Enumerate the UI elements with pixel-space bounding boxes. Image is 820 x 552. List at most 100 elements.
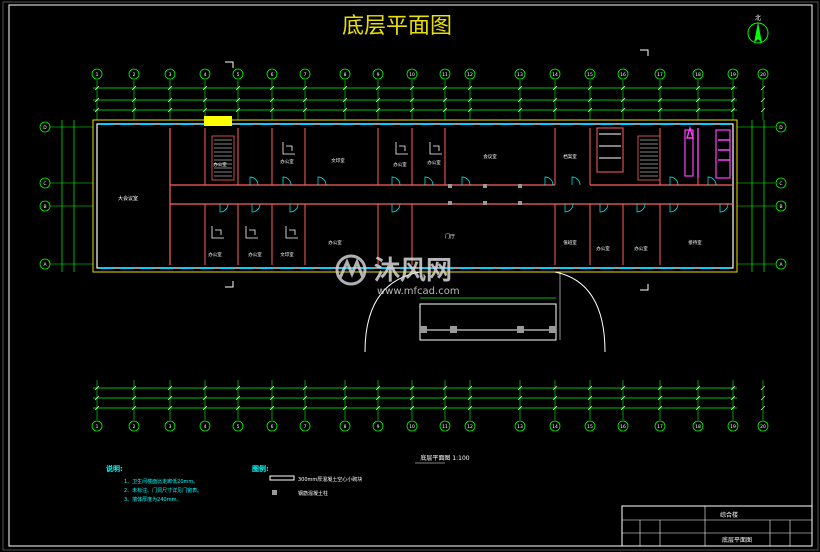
dimension-tick xyxy=(620,395,626,401)
grid-bubble-label: 7 xyxy=(304,72,307,78)
desk-icon xyxy=(395,142,408,155)
grid-bubble-label: 13 xyxy=(517,72,523,78)
door-swing-icon xyxy=(669,203,679,213)
dimension-tick xyxy=(442,97,448,103)
dimension-tick xyxy=(302,97,308,103)
dimension-tick xyxy=(442,107,448,113)
dimension-tick xyxy=(620,85,626,91)
dimension-tick xyxy=(202,97,208,103)
grid-bubble xyxy=(775,200,787,212)
column-mark xyxy=(448,201,452,205)
dimension-tick xyxy=(552,395,558,401)
dimension-tick xyxy=(467,85,473,91)
dimension-tick xyxy=(409,97,415,103)
room-label-big: 大会议室 xyxy=(118,195,138,202)
door-swing-icon xyxy=(289,203,299,213)
door-swing-icon xyxy=(391,203,401,213)
grid-bubble-label: 10 xyxy=(409,72,415,78)
dimension-tick xyxy=(167,385,173,391)
grid-bubble-label: 12 xyxy=(467,72,473,78)
grid-bubble-label: 1 xyxy=(96,72,99,78)
dimension-tick xyxy=(552,385,558,391)
dimension-tick xyxy=(467,107,473,113)
dimension-tick xyxy=(302,395,308,401)
grid-bubble xyxy=(299,68,311,80)
dimension-tick xyxy=(552,405,558,411)
grid-bubble xyxy=(128,68,140,80)
dimension-tick xyxy=(409,107,415,113)
door-swing-icon xyxy=(719,203,729,213)
dimension-tick xyxy=(620,405,626,411)
dimension-tick xyxy=(517,107,523,113)
grid-bubble xyxy=(266,420,278,432)
dimension-tick xyxy=(375,85,381,91)
drawing-frame xyxy=(8,4,813,547)
entrance-canopy xyxy=(364,271,606,353)
grid-bubble xyxy=(372,68,384,80)
room-label: 文印室 xyxy=(331,157,345,164)
dimension-tick xyxy=(409,85,415,91)
dimension-tick xyxy=(302,385,308,391)
grid-bubble xyxy=(339,420,351,432)
grid-bubble-label: 4 xyxy=(204,424,207,430)
grid-bubble-label: A xyxy=(43,262,47,268)
grid-bubble xyxy=(39,200,51,212)
dimension-tick xyxy=(342,107,348,113)
title-block-drawing: 底层平面图 xyxy=(722,536,752,544)
room-label-lobby: 门厅 xyxy=(445,233,455,240)
grid-bubble-label: 12 xyxy=(467,424,473,430)
grid-bubble-label: 6 xyxy=(271,72,274,78)
grid-bubble xyxy=(128,420,140,432)
room-label: 办公室 xyxy=(427,159,441,166)
watermark-url: www.mfcad.com xyxy=(377,286,460,297)
dimension-tick xyxy=(730,395,736,401)
dimension-tick xyxy=(202,107,208,113)
grid-bubble xyxy=(299,420,311,432)
door-swing-icon xyxy=(391,176,401,186)
grid-bubble xyxy=(91,420,103,432)
dimension-tick xyxy=(760,107,766,113)
grid-bubble xyxy=(464,68,476,80)
dimension-tick xyxy=(375,395,381,401)
dimension-tick xyxy=(657,405,663,411)
dimension-tick xyxy=(235,395,241,401)
dimension-tick xyxy=(695,85,701,91)
dimension-tick xyxy=(517,85,523,91)
dimension-tick xyxy=(269,107,275,113)
grid-bubble xyxy=(406,68,418,80)
stair-outline xyxy=(637,135,661,181)
column-mark xyxy=(518,201,522,205)
door-swing-icon xyxy=(251,203,261,213)
desk-icon xyxy=(429,142,442,155)
grid-bubble xyxy=(232,68,244,80)
legend-column-swatch xyxy=(272,490,277,495)
grid-bubble xyxy=(549,68,561,80)
grid-bubble-label: 6 xyxy=(271,424,274,430)
legend-heading: 图例: xyxy=(252,464,269,473)
grid-bubble-label: 9 xyxy=(377,424,380,430)
dimension-tick xyxy=(202,405,208,411)
grid-bubble-label: 18 xyxy=(695,72,701,78)
room-label: 办公室 xyxy=(280,158,294,165)
grid-bubble xyxy=(549,420,561,432)
dimension-tick xyxy=(442,385,448,391)
drawing-caption: 底层平面图 1:100 xyxy=(420,454,469,462)
dimension-tick xyxy=(409,405,415,411)
dimension-tick xyxy=(695,395,701,401)
dimension-tick xyxy=(730,85,736,91)
dimension-tick xyxy=(657,85,663,91)
grid-bubble xyxy=(654,420,666,432)
north-arrow-icon: 北 xyxy=(747,14,769,44)
stair-west-icon xyxy=(204,116,235,181)
dimension-tick xyxy=(409,385,415,391)
grid-bubble xyxy=(617,420,629,432)
dimension-tick xyxy=(552,85,558,91)
grid-bubble-label: 2 xyxy=(133,72,136,78)
dimension-tick xyxy=(167,405,173,411)
grid-bubble-label: 3 xyxy=(169,424,172,430)
dimension-tick xyxy=(657,97,663,103)
dimension-tick xyxy=(167,395,173,401)
